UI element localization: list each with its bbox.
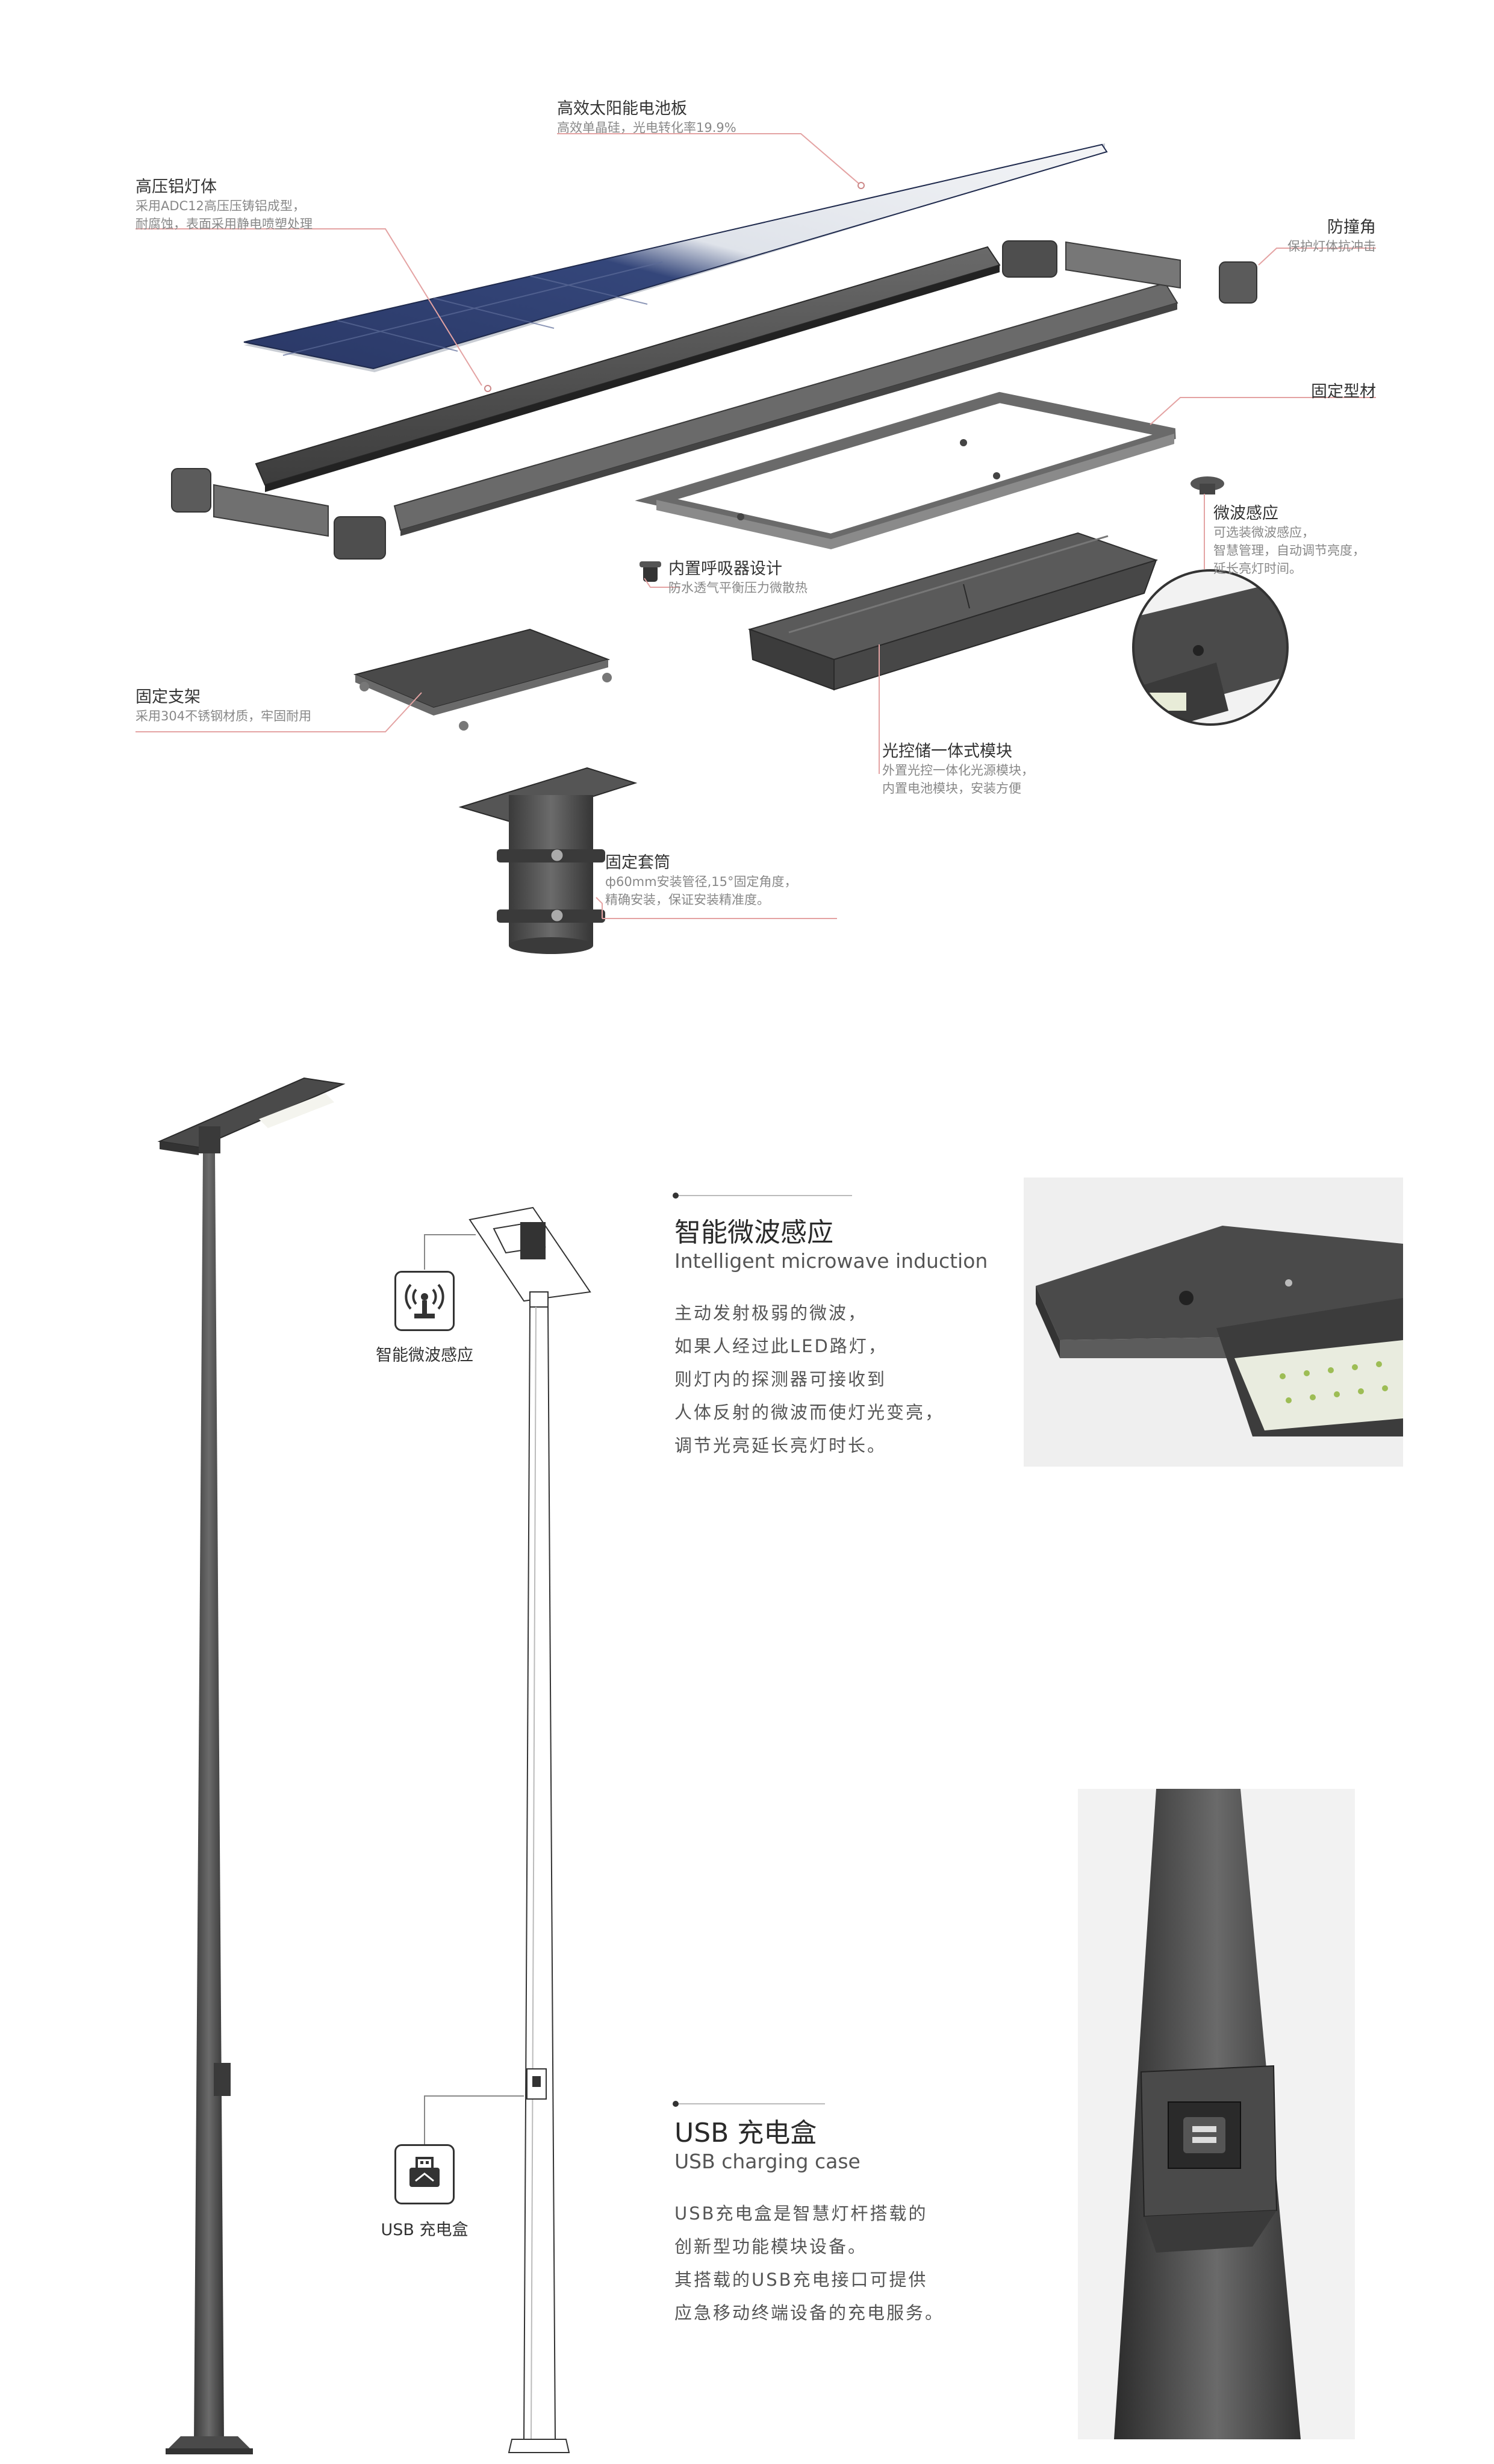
usb-pole-closeup — [1114, 1789, 1301, 2439]
usb-icon-box — [394, 2144, 455, 2204]
label-desc: 防水透气平衡压力微散热 — [668, 581, 808, 595]
label-module: 光控储一体式模块 外置光控一体化光源模块， 内置电池模块，安装方便 — [882, 738, 1034, 797]
label-desc: 延长亮灯时间。 — [1213, 561, 1302, 576]
label-desc: 耐腐蚀，表面采用静电喷塑处理 — [135, 217, 313, 231]
label-desc: 外置光控一体化光源模块， — [882, 763, 1034, 778]
microwave-icon-box — [394, 1271, 455, 1331]
label-desc: 智慧管理，自动调节亮度， — [1213, 543, 1365, 558]
feature-usb: USB 充电盒 USB charging case USB充电盒是智慧灯杆搭载的… — [674, 2111, 944, 2330]
feature-body-line: 调节光亮延长亮灯时长。 — [674, 1435, 887, 1456]
exploded-view-drawing — [135, 133, 1376, 954]
feature-body-line: 则灯内的探测器可接收到 — [674, 1369, 887, 1390]
breather-valve-part — [640, 561, 661, 582]
feature-title: USB 充电盒 — [674, 2118, 817, 2148]
label-bumper: 防撞角 保护灯体抗冲击 — [1256, 214, 1376, 255]
label-breather: 内置呼吸器设计 防水透气平衡压力微散热 — [668, 555, 808, 597]
label-desc: 高效单晶硅，光电转化率19.9% — [557, 120, 736, 135]
label-desc: 采用304不锈钢材质，牢固耐用 — [135, 709, 312, 723]
label-desc: 内置电池模块，安装方便 — [882, 781, 1021, 796]
feature-body-line: 人体反射的微波而使灯光变亮， — [674, 1402, 945, 1423]
fixing-sleeve-part — [458, 767, 638, 954]
label-desc: 可选装微波感应， — [1213, 525, 1315, 540]
label-title: 高效太阳能电池板 — [557, 99, 687, 118]
microwave-icon-label: 智能微波感应 — [376, 1346, 473, 1365]
feature-subtitle: USB charging case — [674, 2150, 861, 2173]
label-title: 固定型材 — [1311, 382, 1376, 401]
feature-subtitle: Intelligent microwave induction — [674, 1249, 988, 1273]
feature-body-line: USB充电盒是智慧灯杆搭载的 — [674, 2203, 928, 2224]
bumper-parts — [171, 240, 1257, 560]
label-desc: ф60mm安装管径,15°固定角度， — [605, 875, 797, 889]
label-title: 内置呼吸器设计 — [668, 560, 782, 578]
usb-icon — [409, 2157, 440, 2187]
leader-lines — [135, 133, 1376, 919]
feature-title: 智能微波感应 — [674, 1217, 833, 1248]
label-fixing-profile: 固定型材 — [1256, 378, 1376, 402]
label-title: 固定支架 — [135, 688, 201, 706]
label-solar-panel: 高效太阳能电池板 高效单晶硅，光电转化率19.9% — [557, 95, 736, 137]
label-title: 高压铝灯体 — [135, 178, 217, 196]
feature-body-line: 其搭载的USB充电接口可提供 — [674, 2269, 928, 2290]
usb-product-photo — [1078, 1789, 1355, 2439]
label-title: 微波感应 — [1213, 504, 1278, 523]
wireless-signal-icon — [405, 1283, 444, 1318]
label-title: 固定套筒 — [605, 853, 670, 872]
lineart-streetlight — [468, 1206, 591, 2453]
solar-panel-part — [243, 143, 1108, 372]
feature-microwave: 智能微波感应 Intelligent microwave induction 主… — [674, 1211, 988, 1462]
label-lamp-body: 高压铝灯体 采用ADC12高压压铸铝成型， 耐腐蚀，表面采用静电喷塑处理 — [135, 173, 313, 233]
fixing-frame-part — [635, 391, 1176, 549]
label-sleeve: 固定套筒 ф60mm安装管径,15°固定角度， 精确安装，保证安装精准度。 — [605, 849, 797, 909]
icon-connectors — [424, 1234, 524, 2144]
label-desc: 保护灯体抗冲击 — [1287, 239, 1376, 254]
feature-body-line: 如果人经过此LED路灯， — [674, 1336, 888, 1356]
fixing-bracket-part — [353, 628, 612, 731]
label-desc: 采用ADC12高压压铸铝成型， — [135, 199, 305, 213]
feature-body-line: 主动发射极弱的微波， — [674, 1303, 868, 1323]
label-bracket: 固定支架 采用304不锈钢材质，牢固耐用 — [135, 684, 311, 725]
feature-body-line: 创新型功能模块设备。 — [674, 2236, 868, 2257]
usb-icon-label: USB 充电盒 — [381, 2221, 468, 2239]
microwave-zoom-circle — [1132, 569, 1289, 726]
lamp-body-part — [255, 246, 1178, 536]
feature-body-line: 应急移动终端设备的充电服务。 — [674, 2303, 945, 2323]
microwave-product-photo — [1024, 1177, 1403, 1467]
label-title: 光控储一体式模块 — [882, 742, 1012, 761]
led-module-part — [747, 532, 1159, 691]
microwave-sensor-part — [1191, 476, 1224, 494]
solid-streetlight — [157, 1077, 346, 2454]
label-desc: 精确安装，保证安装精准度。 — [605, 893, 770, 907]
microwave-lamp-closeup — [1036, 1226, 1403, 1436]
label-title: 防撞角 — [1327, 218, 1376, 237]
label-microwave: 微波感应 可选装微波感应， 智慧管理，自动调节亮度， 延长亮灯时间。 — [1213, 500, 1365, 578]
